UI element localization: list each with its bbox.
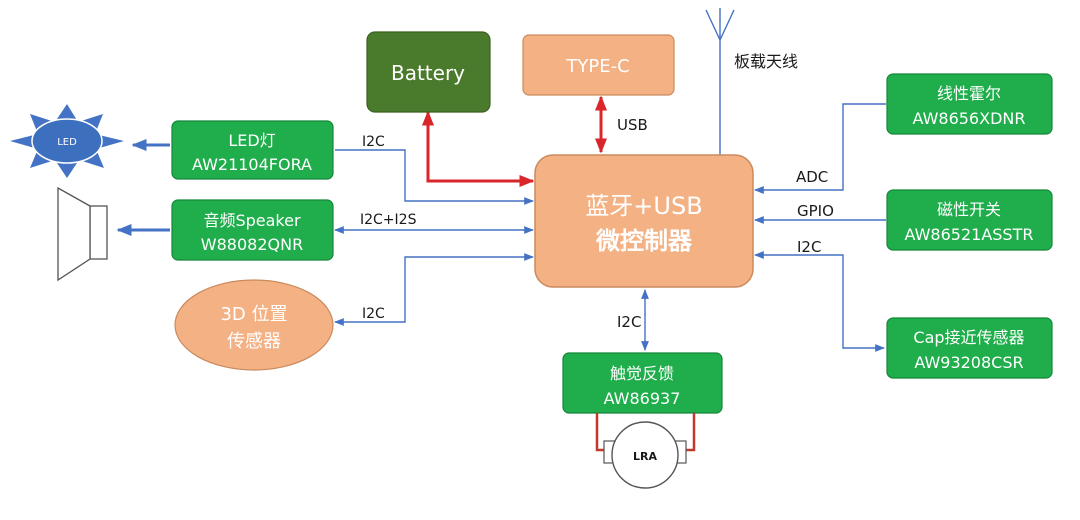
speaker-bus-label: I2C+I2S bbox=[360, 212, 417, 228]
cap-i2c-line bbox=[754, 251, 885, 352]
battery-label: Battery bbox=[391, 61, 465, 85]
haptic-block: 触觉反馈 AW86937 bbox=[562, 352, 723, 414]
output-arrows bbox=[116, 139, 170, 236]
led-icon-label: LED bbox=[57, 137, 77, 148]
cap-i2c-label: I2C bbox=[797, 238, 821, 256]
typec-block: TYPE-C bbox=[522, 34, 675, 96]
sensor-i2c-label: I2C bbox=[362, 306, 385, 322]
sensor-3d-block: 3D 位置 传感器 bbox=[174, 279, 334, 371]
cap-sensor-line2: AW93208CSR bbox=[914, 353, 1023, 372]
antenna-icon bbox=[705, 8, 735, 41]
sensor-3d-line1: 3D 位置 bbox=[220, 304, 287, 325]
typec-label: TYPE-C bbox=[565, 56, 629, 77]
speaker-driver-line2: W88082QNR bbox=[201, 235, 303, 254]
led-driver-line1: LED灯 bbox=[228, 131, 275, 150]
led-star-icon: LED bbox=[10, 104, 124, 178]
hall-block: 线性霍尔 AW8656XDNR bbox=[886, 73, 1053, 135]
battery-block: Battery bbox=[366, 31, 491, 113]
mcu-line1: 蓝牙+USB bbox=[585, 192, 702, 220]
mcu-line2: 微控制器 bbox=[595, 227, 693, 255]
battery-power-line bbox=[422, 110, 535, 187]
sensor-3d-line2: 传感器 bbox=[227, 331, 281, 352]
mcu-block: 蓝牙+USB 微控制器 bbox=[534, 154, 754, 288]
power-lines bbox=[422, 95, 607, 187]
cap-sensor-line1: Cap接近传感器 bbox=[913, 328, 1024, 347]
magnetic-block: 磁性开关 AW86521ASSTR bbox=[886, 189, 1053, 251]
magnetic-line1: 磁性开关 bbox=[937, 200, 1001, 219]
gpio-label: GPIO bbox=[797, 202, 834, 220]
cap-sensor-block: Cap接近传感器 AW93208CSR bbox=[886, 317, 1053, 379]
speaker-icon bbox=[57, 186, 108, 282]
adc-label: ADC bbox=[796, 168, 828, 186]
magnetic-line2: AW86521ASSTR bbox=[905, 225, 1034, 244]
hall-line1: 线性霍尔 bbox=[937, 84, 1001, 103]
lra-icon: LRA bbox=[595, 413, 696, 489]
speaker-driver-line1: 音频Speaker bbox=[203, 211, 301, 230]
hall-adc-line bbox=[754, 103, 886, 194]
haptic-line2: AW86937 bbox=[604, 389, 681, 408]
haptic-i2c-label: I2C bbox=[617, 313, 641, 331]
usb-link-label: USB bbox=[617, 116, 648, 134]
signal-lines bbox=[334, 40, 886, 352]
led-i2c-line bbox=[335, 149, 534, 205]
led-driver-block: LED灯 AW21104FORA bbox=[171, 120, 334, 180]
speaker-driver-block: 音频Speaker W88082QNR bbox=[171, 199, 334, 261]
led-i2c-label: I2C bbox=[362, 134, 385, 150]
antenna-label: 板载天线 bbox=[734, 52, 798, 71]
sensor-i2c-line bbox=[334, 253, 534, 326]
hall-line2: AW8656XDNR bbox=[913, 109, 1026, 128]
haptic-line1: 触觉反馈 bbox=[610, 364, 674, 383]
led-driver-line2: AW21104FORA bbox=[192, 155, 312, 174]
lra-label: LRA bbox=[633, 450, 657, 463]
